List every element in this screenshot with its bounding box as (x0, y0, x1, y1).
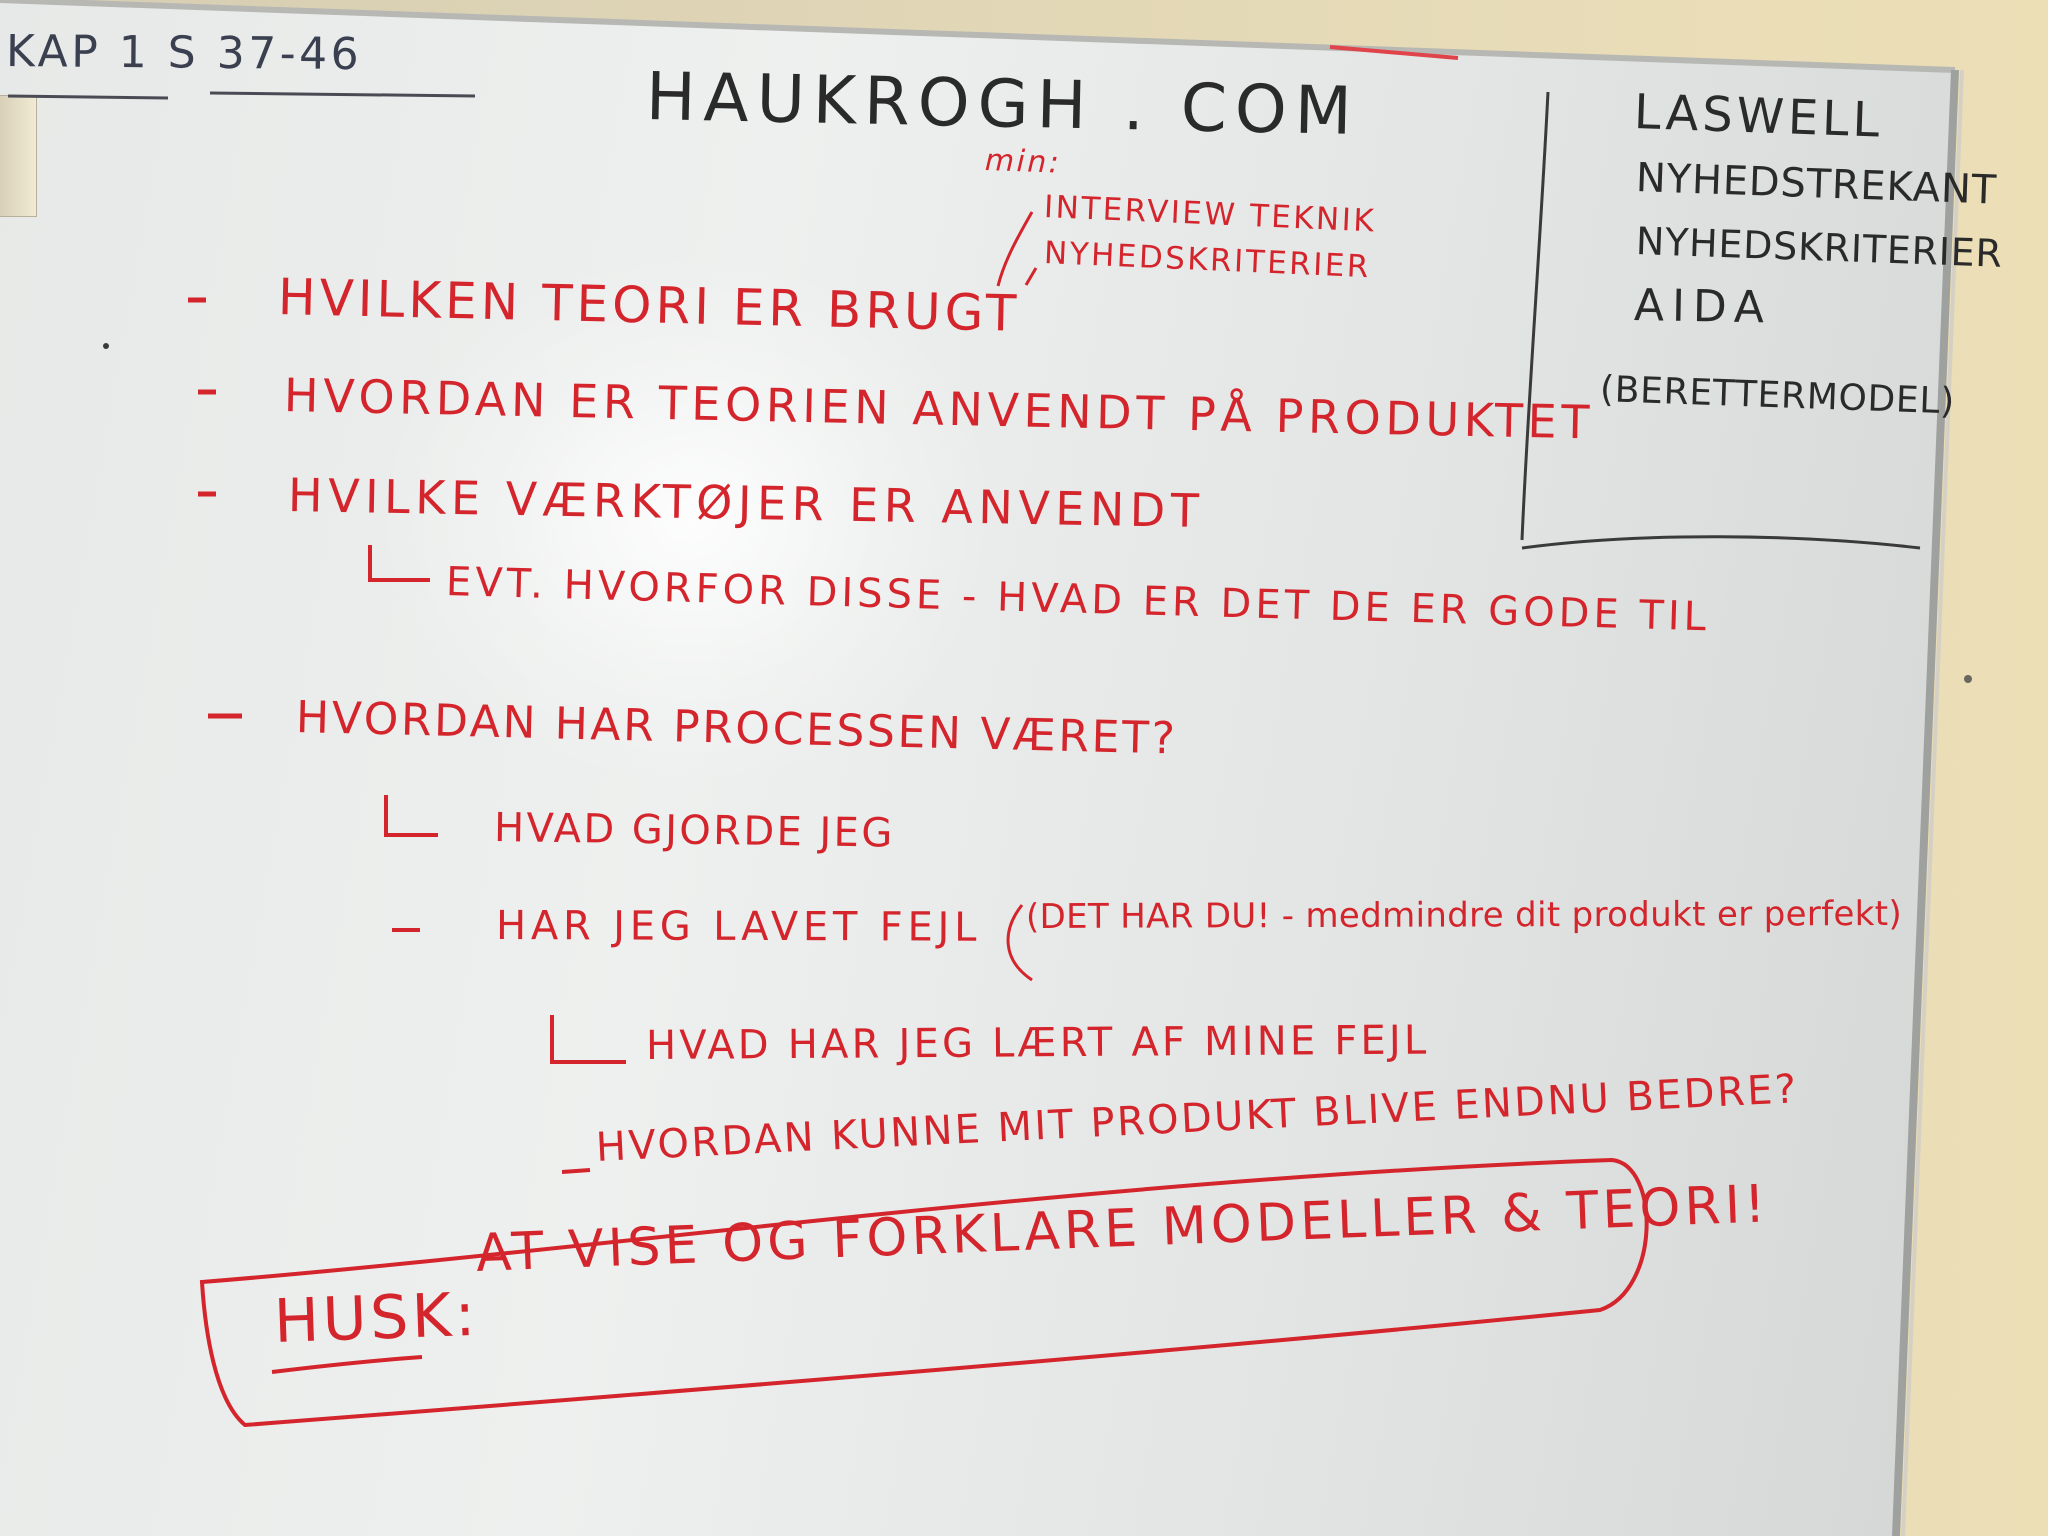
bullet-item: HVILKEN TEORI ER BRUGT (277, 268, 1021, 343)
right-box-item: AIDA (1633, 280, 1773, 334)
reminder-text: AT VISE OG FORKLARE MODELLER & TEORI! (474, 1174, 1771, 1284)
sub-item: HVORDAN KUNNE MIT PRODUKT BLIVE ENDNU BE… (594, 1066, 1800, 1171)
sub-item: HAR JEG LAVET FEJL (495, 903, 982, 951)
sub-item: HVAD HAR JEG LÆRT AF MINE FEJL (645, 1017, 1430, 1069)
min-label: min: (984, 143, 1062, 181)
board-clip (0, 95, 37, 217)
right-box-item: LASWELL (1633, 84, 1885, 149)
reminder-label: HUSK: (272, 1279, 480, 1357)
right-box-item: NYHEDSKRITERIER (1635, 219, 2004, 276)
right-box-item: (BERETTERMODEL) (1599, 369, 1956, 423)
sub-item: HVAD GJORDE JEG (493, 805, 895, 857)
sub-item-remark: (DET HAR DU! - medmindre dit produkt er … (1025, 893, 1903, 937)
top-left-note: KAP 1 S 37-46 (5, 26, 363, 81)
min-item: INTERVIEW TEKNIK (1043, 189, 1377, 240)
page-title: HAUKROGH . COM (645, 58, 1361, 150)
sub-item: EVT. HVORFOR DISSE - HVAD ER DET DE ER G… (445, 559, 1711, 641)
min-item: NYHEDSKRITERIER (1043, 235, 1372, 286)
right-box-item: NYHEDSTREKANT (1635, 155, 1998, 214)
bullet-item: HVORDAN HAR PROCESSEN VÆRET? (295, 692, 1179, 765)
bullet-item: HVORDAN ER TEORIEN ANVENDT PÅ PRODUKTET (283, 368, 1595, 450)
bullet-item: HVILKE VÆRKTØJER ER ANVENDT (287, 468, 1205, 538)
